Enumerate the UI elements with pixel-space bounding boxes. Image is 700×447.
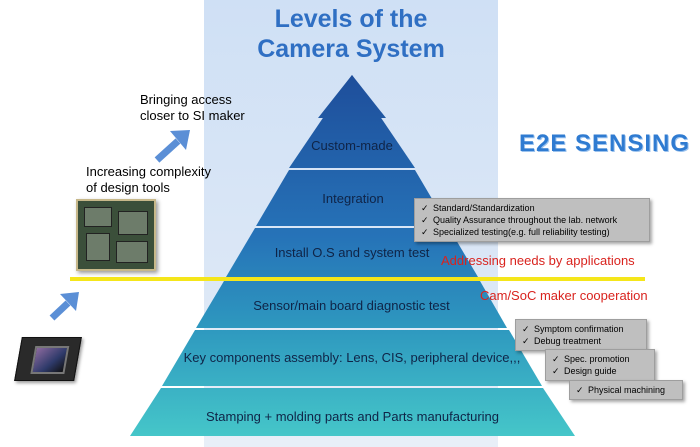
checklist-item: ✓Quality Assurance throughout the lab. n… [421, 215, 618, 225]
page-title: Levels of the Camera System [204, 4, 498, 64]
checklist-item: ✓Standard/Standardization [421, 203, 535, 213]
checklist-item: ✓Spec. promotion [552, 354, 630, 364]
check-icon: ✓ [421, 203, 429, 213]
checklist-item: ✓Physical machining [576, 385, 666, 395]
pyramid-level-5 [162, 330, 542, 386]
check-icon: ✓ [552, 354, 560, 364]
level-label-custom-made: Custom-made [311, 138, 393, 153]
brand-logo-text: E2E SENSING [519, 130, 691, 157]
level-label-diagnostic: Sensor/main board diagnostic test [253, 298, 450, 313]
checklist-item: ✓Design guide [552, 366, 617, 376]
title-line-1: Levels of the [274, 5, 428, 33]
level-label-stamping: Stamping + molding parts and Parts manuf… [205, 409, 500, 424]
pyramid-level-2 [256, 170, 448, 226]
check-icon: ✓ [522, 336, 530, 346]
arrow-up-right-icon-upper [154, 130, 190, 163]
circuit-board-image [76, 199, 156, 271]
check-icon: ✓ [552, 366, 560, 376]
checklist-assembly: ✓Spec. promotion ✓Design guide [545, 349, 655, 381]
note-addressing-needs: Addressing needs by applications [441, 253, 635, 268]
level-label-install-os: Install O.S and system test [274, 245, 430, 260]
image-sensor-chip-image [14, 337, 82, 381]
pyramid-level-1-body [289, 75, 415, 168]
pyramid-level-4 [196, 281, 507, 328]
note-increasing-complexity: Increasing complexity of design tools [86, 164, 211, 195]
level-label-integration: Integration [322, 191, 384, 206]
checklist-item: ✓Debug treatment [522, 336, 602, 346]
checklist-item: ✓Specialized testing(e.g. full reliabili… [421, 227, 610, 237]
pyramid-level-6 [130, 388, 575, 436]
check-icon: ✓ [576, 385, 584, 395]
check-icon: ✓ [421, 215, 429, 225]
check-icon: ✓ [522, 324, 530, 334]
checklist-diagnostic: ✓Symptom confirmation ✓Debug treatment [515, 319, 647, 351]
checklist-integration: ✓Standard/Standardization ✓Quality Assur… [414, 198, 650, 242]
arrow-up-right-icon-lower [49, 292, 79, 321]
checklist-stamping: ✓Physical machining [569, 380, 683, 400]
check-icon: ✓ [421, 227, 429, 237]
title-line-2: Camera System [257, 35, 445, 63]
note-cam-soc-cooperation: Cam/SoC maker cooperation [480, 288, 648, 303]
note-bringing-access: Bringing access closer to SI maker [140, 92, 245, 123]
checklist-item: ✓Symptom confirmation [522, 324, 624, 334]
level-label-assembly: Key components assembly: Lens, CIS, peri… [183, 350, 521, 365]
